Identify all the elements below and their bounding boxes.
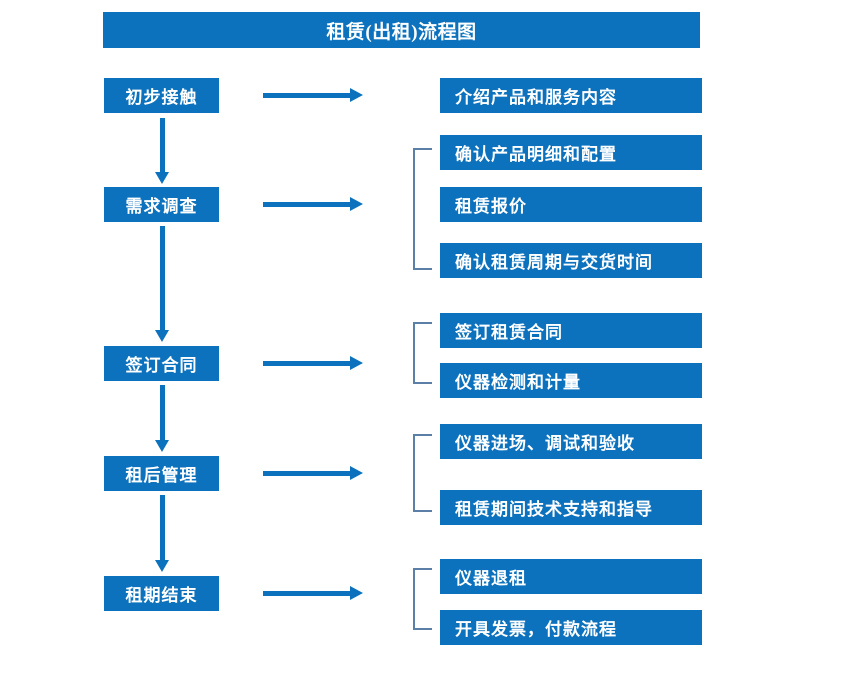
arrow-head [350, 466, 363, 480]
down-arrow-4 [155, 495, 169, 572]
right-arrow-3 [263, 356, 363, 370]
right-arrow-2 [263, 197, 363, 211]
arrow-head [350, 197, 363, 211]
arrow-shaft [160, 118, 165, 173]
detail-box-10[interactable]: 开具发票，付款流程 [440, 610, 702, 645]
group-bracket-1 [413, 148, 432, 270]
stage-box-2[interactable]: 需求调查 [104, 187, 219, 222]
down-arrow-2 [155, 226, 169, 342]
arrow-shaft [263, 471, 351, 476]
group-bracket-2 [413, 322, 432, 384]
detail-box-4[interactable]: 确认租赁周期与交货时间 [440, 243, 702, 278]
detail-box-9[interactable]: 仪器退租 [440, 559, 702, 594]
arrow-head [155, 330, 169, 342]
detail-box-1[interactable]: 介绍产品和服务内容 [440, 78, 702, 113]
stage-box-3[interactable]: 签订合同 [104, 346, 219, 381]
diagram-title: 租赁(出租)流程图 [103, 12, 700, 48]
group-bracket-4 [413, 568, 432, 630]
detail-box-8[interactable]: 租赁期间技术支持和指导 [440, 490, 702, 525]
arrow-head [155, 440, 169, 452]
down-arrow-3 [155, 385, 169, 452]
arrow-shaft [160, 385, 165, 441]
arrow-head [350, 356, 363, 370]
down-arrow-1 [155, 118, 169, 184]
arrow-shaft [263, 93, 351, 98]
arrow-shaft [263, 361, 351, 366]
group-bracket-3 [413, 434, 432, 512]
detail-box-7[interactable]: 仪器进场、调试和验收 [440, 424, 702, 459]
arrow-head [155, 172, 169, 184]
right-arrow-5 [263, 586, 363, 600]
arrow-head [350, 586, 363, 600]
right-arrow-4 [263, 466, 363, 480]
arrow-head [350, 88, 363, 102]
right-arrow-1 [263, 88, 363, 102]
arrow-shaft [160, 495, 165, 561]
arrow-shaft [263, 591, 351, 596]
detail-box-2[interactable]: 确认产品明细和配置 [440, 135, 702, 170]
stage-box-1[interactable]: 初步接触 [104, 78, 219, 113]
arrow-head [155, 560, 169, 572]
detail-box-3[interactable]: 租赁报价 [440, 187, 702, 222]
detail-box-6[interactable]: 仪器检测和计量 [440, 363, 702, 398]
arrow-shaft [160, 226, 165, 331]
detail-box-5[interactable]: 签订租赁合同 [440, 313, 702, 348]
stage-box-4[interactable]: 租后管理 [104, 456, 219, 491]
arrow-shaft [263, 202, 351, 207]
stage-box-5[interactable]: 租期结束 [104, 576, 219, 611]
